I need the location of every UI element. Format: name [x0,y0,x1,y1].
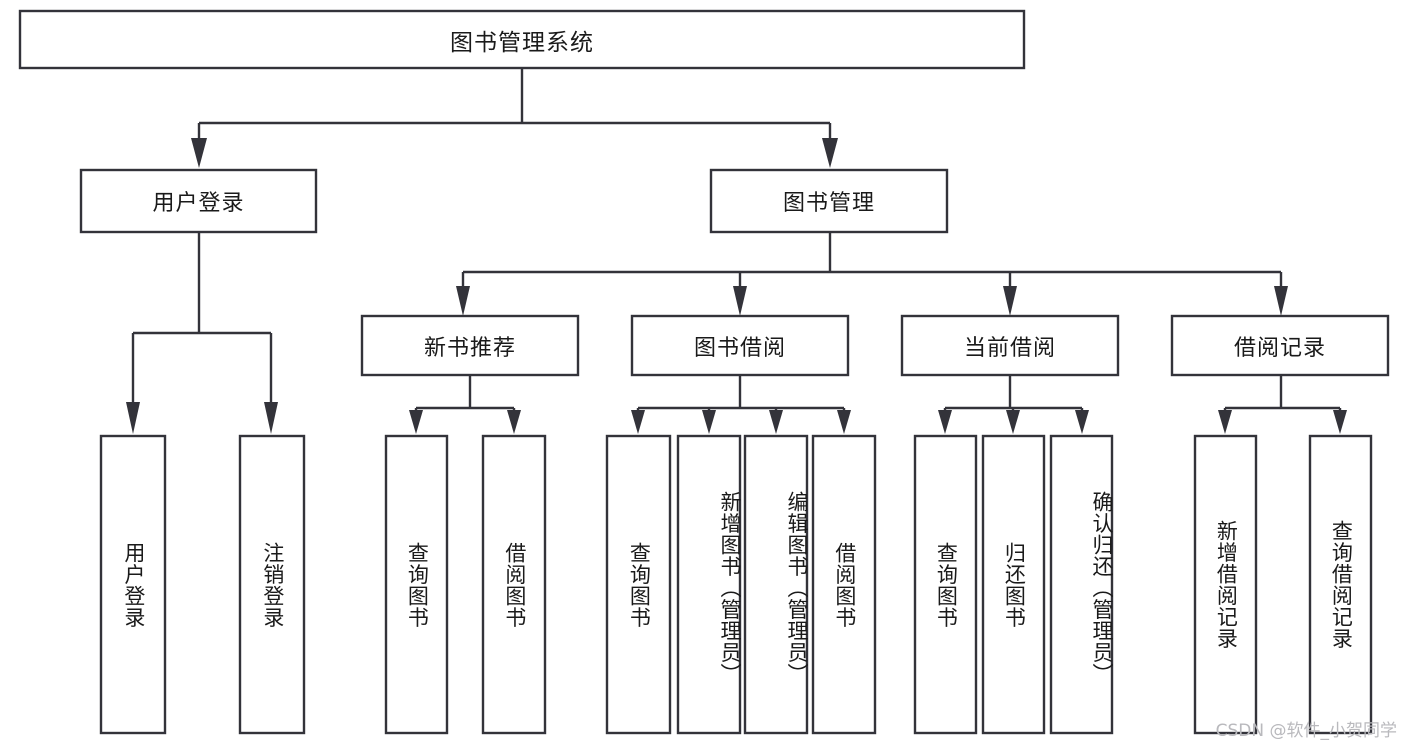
node-box-leaf-query-book-1[interactable] [384,434,449,735]
connector-group-borrow-record [1218,375,1347,434]
arrow-head-leaf-query-record [1333,410,1347,434]
connector-group-user-login [126,232,278,434]
arrow-head-book-borrow [733,286,747,316]
arrow-head-leaf-borrow-book-2 [837,410,851,434]
connector-group-book-manage [456,232,1288,316]
node-box-leaf-add-record[interactable] [1193,434,1258,735]
arrow-head-leaf-edit-book [769,410,783,434]
arrow-head-leaf-user-login [126,402,140,434]
node-box-leaf-borrow-book-1[interactable] [481,434,547,735]
node-box-leaf-logout[interactable] [238,434,306,735]
arrow-head-leaf-query-book-3 [938,410,952,434]
arrow-head-leaf-query-book-2 [631,410,645,434]
node-box-leaf-query-record[interactable] [1308,434,1373,735]
node-box-current-borrow[interactable] [900,314,1120,377]
node-box-leaf-return-book[interactable] [981,434,1046,735]
arrow-head-leaf-query-book-1 [409,410,423,434]
node-box-leaf-confirm-return[interactable] [1049,434,1114,735]
arrow-head-leaf-logout [264,402,278,434]
arrow-head-leaf-borrow-book-1 [507,410,521,434]
node-box-leaf-query-book-2[interactable] [605,434,672,735]
arrow-head-leaf-return-book [1006,410,1020,434]
connector-group-current-borrow [938,375,1089,434]
connector-group-root [191,68,838,168]
arrow-head-new-book-recommend [456,286,470,316]
arrow-head-leaf-add-record [1218,410,1232,434]
node-box-user-login[interactable] [79,168,318,234]
arrow-head-book-manage [822,138,838,168]
node-box-leaf-edit-book[interactable] [743,434,809,735]
node-box-leaf-add-book[interactable] [676,434,742,735]
arrow-head-user-login [191,138,207,168]
node-box-borrow-record[interactable] [1170,314,1390,377]
node-box-new-book-recommend[interactable] [360,314,580,377]
connector-group-book-borrow [631,375,851,434]
arrow-head-leaf-confirm-return [1075,410,1089,434]
node-box-root[interactable] [18,9,1026,70]
node-box-leaf-user-login[interactable] [99,434,167,735]
node-box-book-borrow[interactable] [630,314,850,377]
arrow-head-leaf-add-book [702,410,716,434]
node-box-leaf-borrow-book-2[interactable] [811,434,877,735]
node-box-book-manage[interactable] [709,168,949,234]
arrow-head-current-borrow [1003,286,1017,316]
connector-group-new-book-recommend [409,375,521,434]
node-box-leaf-query-book-3[interactable] [913,434,978,735]
arrow-head-borrow-record [1274,286,1288,316]
